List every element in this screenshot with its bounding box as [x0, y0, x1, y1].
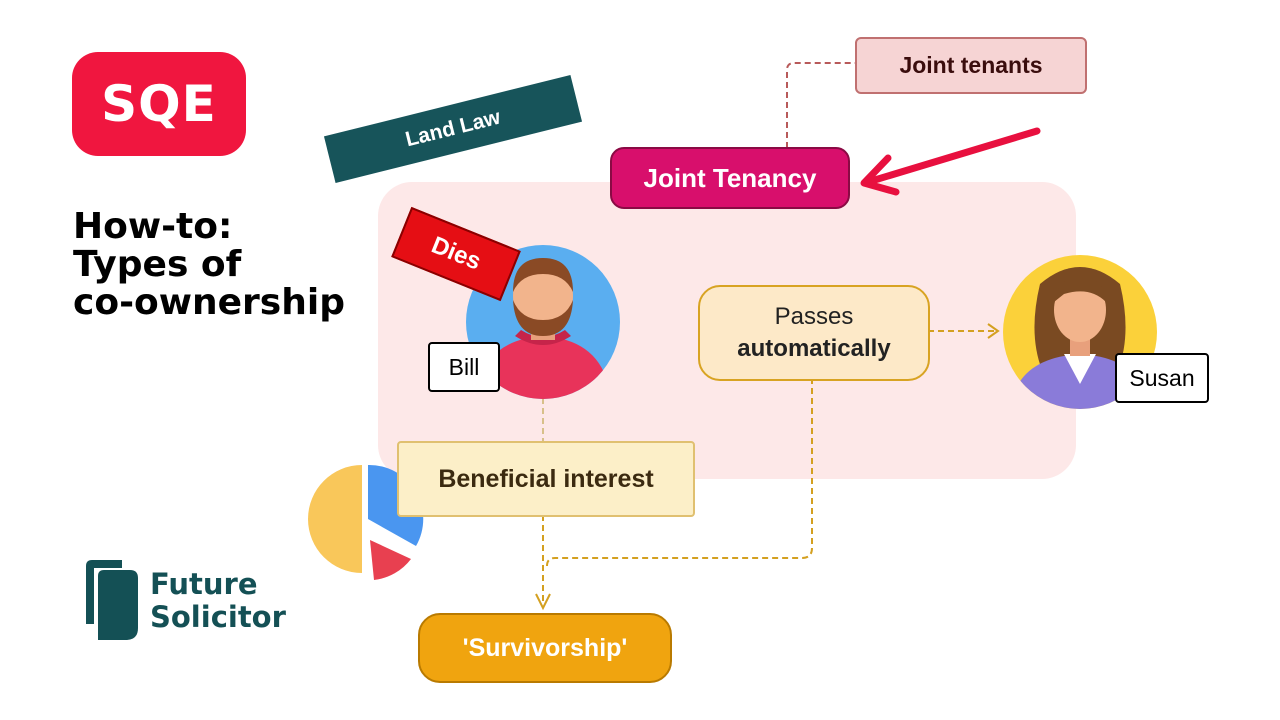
passes-line-2: automatically: [737, 335, 891, 362]
connector-passes-arrowhead: [987, 323, 1000, 339]
passes-line-1: Passes: [774, 303, 854, 330]
title-line-3: co-ownership: [73, 282, 345, 323]
red-pointer-arrow: [864, 127, 1041, 186]
future-solicitor-logo-icon: [86, 560, 138, 640]
bill-avatar: [466, 245, 620, 399]
brand-line-1: Future: [150, 567, 258, 601]
connector-survivorship-arrowhead: [535, 593, 551, 611]
joint-tenancy-node: Joint Tenancy: [610, 147, 850, 209]
joint-tenants-node: Joint tenants: [855, 37, 1087, 94]
survivorship-node: 'Survivorship': [418, 613, 672, 683]
pie-chart-icon: [308, 464, 424, 580]
passes-automatically-node: Passes automatically: [698, 285, 930, 381]
connector-jt-to-joint-tenants: [786, 62, 855, 148]
title-line-1: How-to:: [73, 206, 233, 247]
survivorship-text: 'Survivorship': [462, 633, 628, 662]
title-line-2: Types of: [73, 244, 242, 285]
beneficial-interest-node: Beneficial interest: [397, 441, 695, 517]
bill-name-text: Bill: [448, 353, 480, 380]
page-title: How-to: Types of co-ownership: [73, 208, 345, 322]
connector-passes-to-survivorship: [546, 378, 813, 567]
susan-name-label: Susan: [1115, 353, 1209, 403]
brand-line-2: Solicitor: [150, 600, 286, 634]
joint-tenancy-text: Joint Tenancy: [643, 162, 817, 193]
red-pointer-arrowhead: [860, 154, 900, 196]
sqe-badge-text: SQE: [101, 75, 217, 133]
susan-name-text: Susan: [1129, 364, 1195, 391]
brand-name: Future Solicitor: [150, 568, 286, 634]
joint-tenants-text: Joint tenants: [899, 52, 1043, 78]
bill-name-label: Bill: [428, 342, 500, 392]
dies-text: Dies: [427, 231, 485, 276]
beneficial-interest-text: Beneficial interest: [438, 464, 654, 493]
sqe-badge: SQE: [72, 52, 246, 156]
